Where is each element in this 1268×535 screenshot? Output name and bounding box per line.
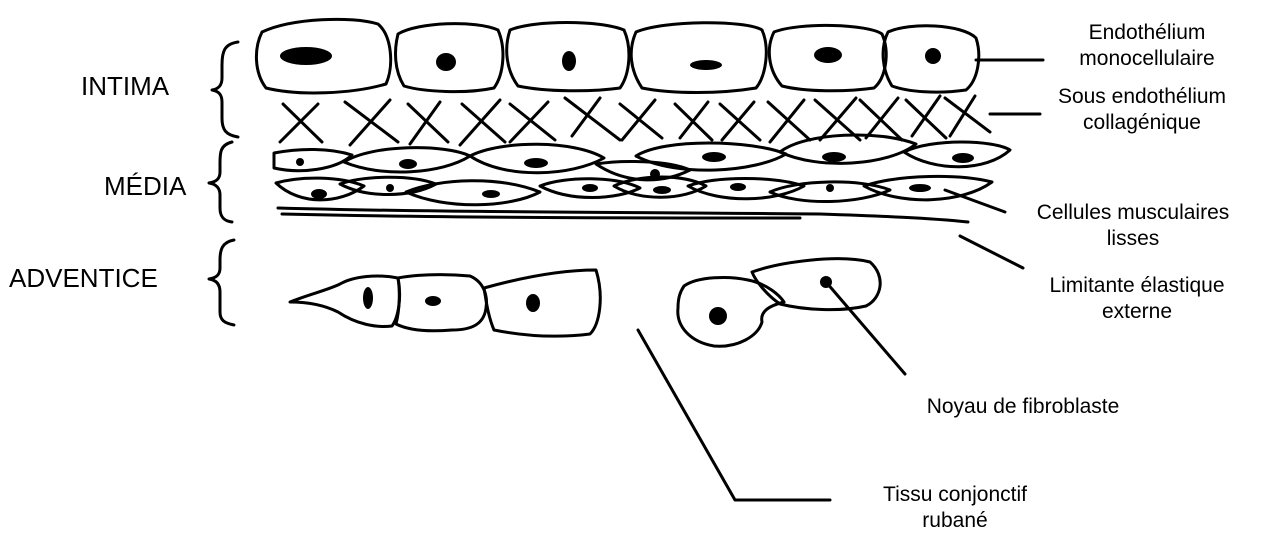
fibroblast-nucleus bbox=[526, 294, 540, 312]
smooth-muscle-cells bbox=[274, 135, 1010, 205]
intima-brace bbox=[212, 42, 238, 137]
endothelial-cells bbox=[256, 19, 978, 93]
annotation-elastic-lamina: Limitante élastique externe bbox=[1022, 273, 1252, 326]
annotation-sub-endothelium-line2: collagénique bbox=[1042, 110, 1242, 136]
muscle-nucleus bbox=[311, 189, 327, 199]
layer-label-intima: INTIMA bbox=[81, 70, 169, 103]
fibroblast-cell bbox=[752, 259, 880, 310]
muscle-nucleus bbox=[909, 184, 931, 192]
annotation-elastic-lamina-line1: Limitante élastique bbox=[1022, 273, 1252, 299]
muscle-cell bbox=[406, 181, 540, 205]
endothelial-nucleus bbox=[925, 48, 941, 64]
layer-label-adventice: ADVENTICE bbox=[9, 262, 158, 295]
muscle-nucleus bbox=[296, 158, 304, 166]
annotation-smooth-muscle-line1: Cellules musculaires bbox=[1013, 200, 1253, 226]
leader-connective-tissue bbox=[638, 330, 830, 500]
fibroblast-nucleus bbox=[425, 296, 441, 306]
muscle-nucleus bbox=[650, 169, 660, 179]
layer-label-media: MÉDIA bbox=[104, 170, 186, 203]
annotation-sub-endothelium: Sous endothélium collagénique bbox=[1042, 84, 1242, 137]
adventice-brace bbox=[209, 240, 234, 325]
annotation-endothelium: Endothélium monocellulaire bbox=[1052, 20, 1242, 73]
muscle-nucleus bbox=[482, 190, 500, 198]
annotation-fibroblast-nucleus: Noyau de fibroblaste bbox=[908, 394, 1138, 420]
muscle-nucleus bbox=[730, 183, 746, 191]
muscle-nucleus bbox=[952, 153, 974, 163]
leader-smooth-muscle bbox=[945, 190, 1005, 212]
muscle-nucleus bbox=[822, 152, 846, 162]
endothelial-nucleus bbox=[690, 60, 722, 70]
annotation-fibroblast-nucleus-line1: Noyau de fibroblaste bbox=[908, 394, 1138, 420]
annotation-sub-endothelium-line1: Sous endothélium bbox=[1042, 84, 1242, 110]
fibroblast-cell bbox=[678, 278, 784, 347]
endothelial-nucleus bbox=[814, 47, 842, 63]
muscle-nucleus bbox=[524, 158, 548, 168]
muscle-nucleus bbox=[399, 159, 417, 169]
annotation-connective-tissue-line2: rubané bbox=[860, 508, 1050, 534]
muscle-nucleus bbox=[653, 186, 671, 194]
endothelial-nucleus bbox=[562, 51, 576, 71]
annotation-endothelium-line2: monocellulaire bbox=[1052, 46, 1242, 72]
muscle-nucleus bbox=[582, 184, 598, 192]
fibroblast-nucleus bbox=[709, 307, 727, 325]
muscle-nucleus bbox=[702, 152, 726, 162]
endothelial-nucleus bbox=[280, 47, 332, 65]
fibroblast-cell bbox=[396, 275, 486, 331]
fibroblast-cell bbox=[484, 270, 600, 336]
endothelial-cell bbox=[631, 23, 766, 93]
annotation-elastic-lamina-line2: externe bbox=[1022, 299, 1252, 325]
muscle-nucleus bbox=[826, 184, 834, 192]
muscle-nucleus bbox=[386, 184, 394, 192]
fibroblast-nucleus bbox=[363, 287, 373, 309]
muscle-cell bbox=[780, 135, 916, 163]
annotation-connective-tissue: Tissu conjonctif rubané bbox=[860, 482, 1050, 535]
muscle-cell bbox=[274, 149, 352, 170]
fibroblast-cell bbox=[290, 276, 400, 326]
media-brace bbox=[209, 142, 232, 222]
muscle-cell bbox=[688, 179, 804, 199]
annotation-endothelium-line1: Endothélium bbox=[1052, 20, 1242, 46]
endothelial-nucleus bbox=[436, 53, 456, 71]
leader-fibroblast-nucleus bbox=[826, 282, 905, 374]
annotation-smooth-muscle-line2: lisses bbox=[1013, 226, 1253, 252]
annotation-connective-tissue-line1: Tissu conjonctif bbox=[860, 482, 1050, 508]
annotation-smooth-muscle: Cellules musculaires lisses bbox=[1013, 200, 1253, 253]
fibroblasts bbox=[290, 259, 880, 346]
